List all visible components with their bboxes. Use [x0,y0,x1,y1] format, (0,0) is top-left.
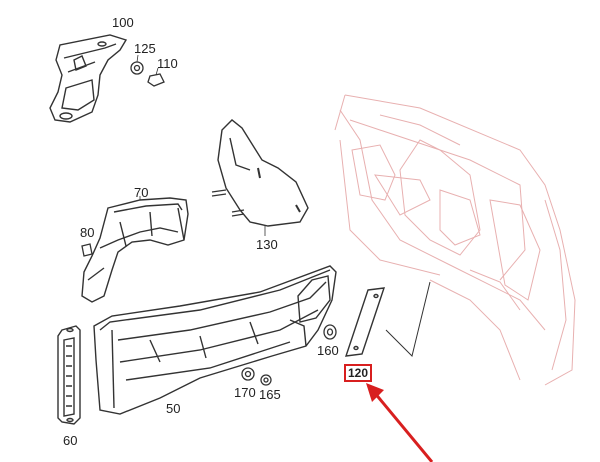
label-100: 100 [112,15,134,30]
label-165: 165 [259,387,281,402]
part-165-washer [260,374,272,386]
highlight-arrow [366,383,434,462]
part-80-plug [81,243,93,257]
part-100-bracket [49,34,128,123]
part-170-clip [241,367,255,381]
part-120-strip [344,287,386,357]
label-130: 130 [256,237,278,252]
label-170: 170 [234,385,256,400]
label-70: 70 [134,185,149,200]
label-80: 80 [80,225,95,240]
label-50: 50 [166,401,181,416]
label-160: 160 [317,343,339,358]
part-60-grille [57,325,81,425]
label-110: 110 [157,56,178,71]
part-130-studs [211,189,245,217]
part-70-duct [81,197,189,303]
part-130-plate [217,119,309,227]
label-120-highlighted[interactable]: 120 [344,364,373,382]
vehicle-body-outline [334,94,576,386]
label-125: 125 [134,41,156,56]
part-125-washer [130,61,144,75]
part-50-panel [93,265,337,415]
label-60: 60 [63,433,78,448]
part-160-grommet [323,324,337,340]
part-110-nut [147,73,165,87]
